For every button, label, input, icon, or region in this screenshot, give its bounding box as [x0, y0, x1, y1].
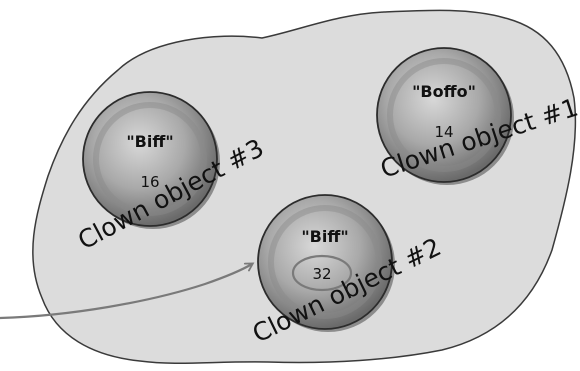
- object-value: 16: [140, 173, 159, 191]
- object-value: 14: [434, 123, 453, 141]
- value-highlight-ring: [291, 254, 353, 292]
- object-circle: [82, 91, 218, 227]
- object-name: "Boffo": [412, 82, 476, 101]
- clown-object-3: "Biff" 16 Clown object #3: [73, 91, 269, 255]
- object-value: 32: [312, 265, 331, 283]
- object-inner-rim: [268, 205, 382, 319]
- object-circle: [376, 47, 512, 183]
- object-name: "Biff": [301, 227, 348, 246]
- reference-arrow: [0, 262, 255, 320]
- clown-object-1: "Boffo" 14 Clown object #1: [376, 47, 580, 185]
- object-name: "Biff": [126, 132, 173, 151]
- object-circle: [257, 194, 393, 330]
- object-inner-rim: [93, 102, 207, 216]
- object-inner-rim: [387, 58, 501, 172]
- clown-object-2: "Biff" 32 Clown object #2: [248, 194, 446, 348]
